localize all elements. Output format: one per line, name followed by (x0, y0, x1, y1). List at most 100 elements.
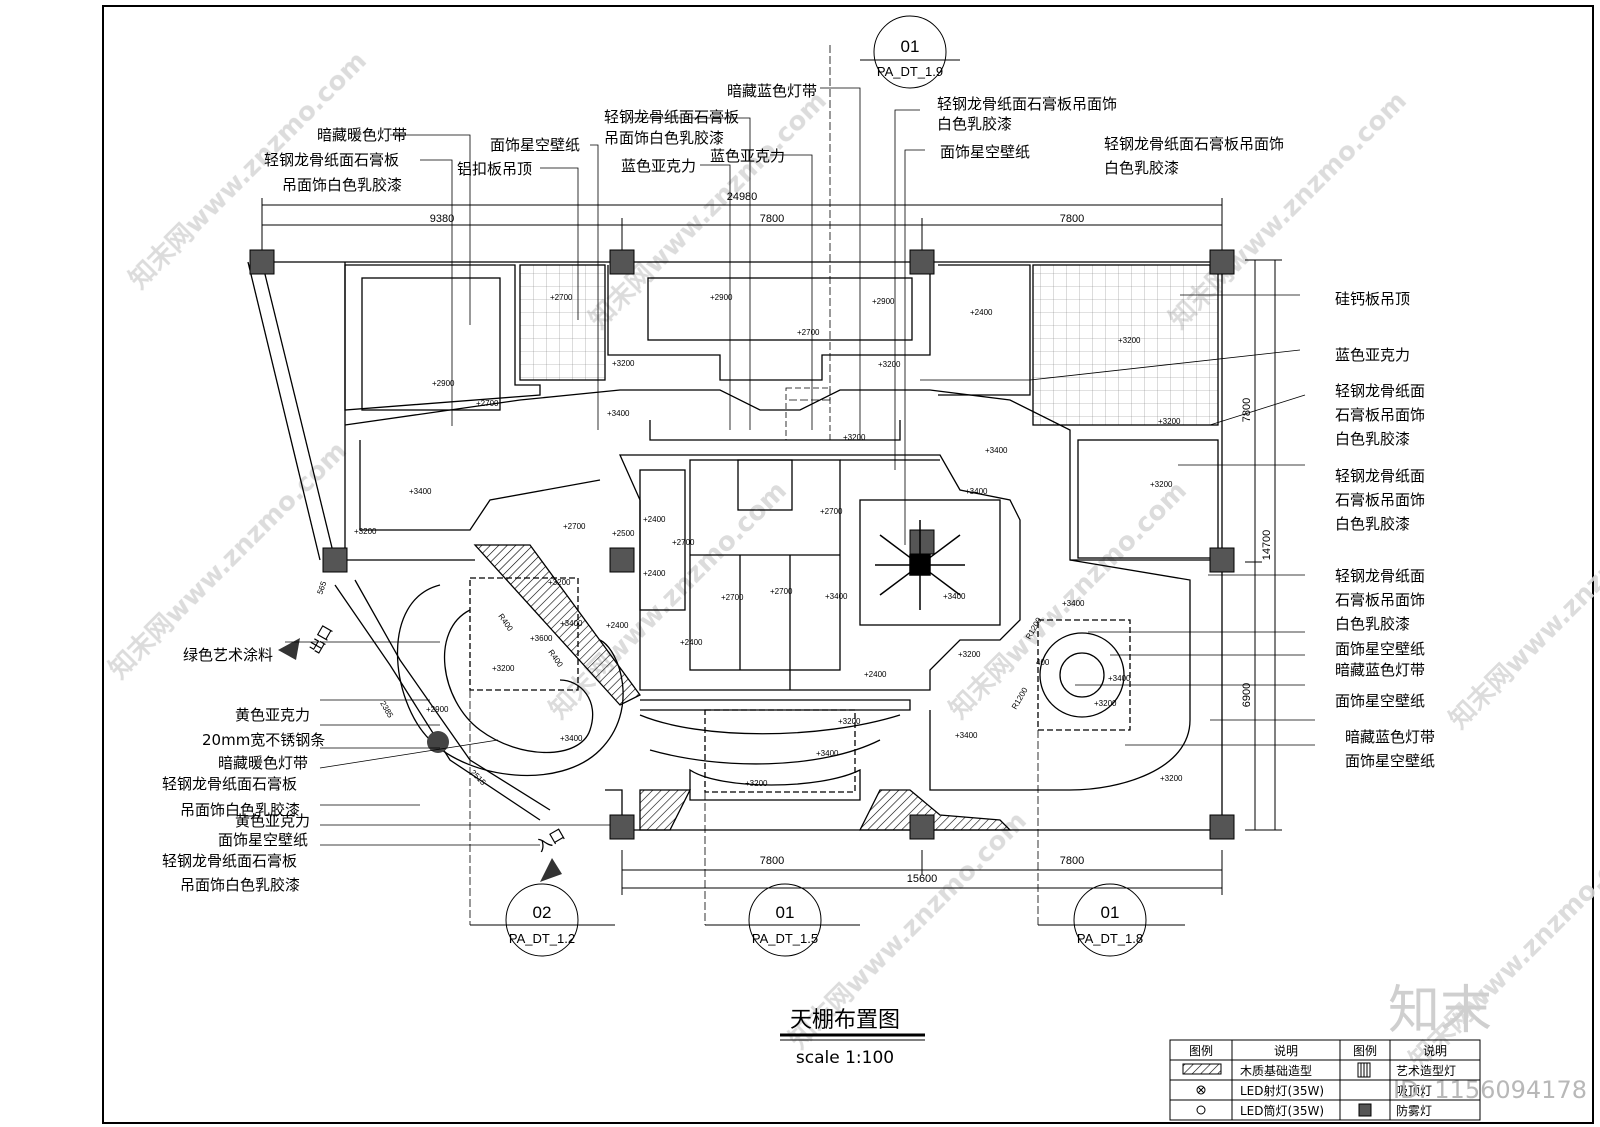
level-tag: +2400 (864, 670, 887, 679)
annotation: 石膏板吊面饰 (1335, 491, 1425, 509)
level-tag: +2700 (476, 399, 499, 408)
annotation: 轻钢龙骨纸面 (1335, 567, 1425, 585)
watermark-id: ID: 1156094178 (1393, 1076, 1587, 1104)
annotation: 轻钢龙骨纸面石膏板 (604, 108, 739, 126)
level-tag: +3200 (1160, 774, 1183, 783)
annotations-top-right: 轻钢龙骨纸面石膏板吊面饰 白色乳胶漆 面饰星空壁纸 轻钢龙骨纸面石膏板吊面饰 白… (937, 95, 1284, 177)
section-ref-bottom-3: 01 PA_DT_1.8 (1038, 883, 1185, 957)
level-tag: +2900 (426, 705, 449, 714)
annotation: 暗藏暖色灯带 (317, 126, 407, 144)
annotation: 面饰星空壁纸 (1335, 692, 1425, 710)
dim-right-1: 7800 (1241, 398, 1253, 422)
scale-label: scale 1:100 (796, 1048, 894, 1068)
exit-label: 出口 (306, 622, 337, 657)
annotation: 轻钢龙骨纸面石膏板 (162, 852, 297, 870)
annotation: 20mm宽不锈钢条 (202, 731, 325, 749)
annotation: 绿色艺术涂料 (183, 646, 273, 664)
dim-top-2: 7800 (760, 213, 784, 225)
level-tag: +2500 (612, 529, 635, 538)
section-ref-bottom-1: 02 PA_DT_1.2 (470, 883, 615, 957)
annotation: 轻钢龙骨纸面石膏板 (162, 775, 297, 793)
svg-text:2515: 2515 (469, 768, 488, 787)
level-tag: +2700 (770, 587, 793, 596)
level-tag: +3200 (843, 433, 866, 442)
level-tag: +3400 (943, 592, 966, 601)
round-fixture (427, 731, 449, 753)
section-ref-bottom-2: 01 PA_DT_1.5 (705, 883, 860, 957)
svg-text:知末网www.znzmo.com: 知末网www.znzmo.com (124, 46, 373, 295)
level-tag: +3200 (1158, 417, 1181, 426)
level-tag: +3400 (985, 446, 1008, 455)
svg-text:PA_DT_1.9: PA_DT_1.9 (877, 64, 943, 79)
annotation: 暗藏暖色灯带 (218, 754, 308, 772)
entry-arrow-icon (540, 858, 562, 882)
annotation: 石膏板吊面饰 (1335, 406, 1425, 424)
svg-text:图例: 图例 (1189, 1044, 1213, 1058)
annotations-right: 硅钙板吊顶 蓝色亚克力 轻钢龙骨纸面 石膏板吊面饰 白色乳胶漆 轻钢龙骨纸面 石… (1335, 290, 1435, 770)
legend-text: 图例 说明 图例 说明 木质基础造型 艺术造型灯 LED射灯(35W) 吸顶灯 … (1182, 1043, 1456, 1118)
level-tag: +2700 (672, 538, 695, 547)
annotation: 白色乳胶漆 (1335, 515, 1410, 533)
annotations-lower-left: 绿色艺术涂料 黄色亚克力 20mm宽不锈钢条 暗藏暖色灯带 轻钢龙骨纸面石膏板 … (162, 646, 325, 894)
annotations-top-left: 暗藏暖色灯带 轻钢龙骨纸面石膏板 吊面饰白色乳胶漆 铝扣板吊顶 面饰星空壁纸 轻… (264, 82, 817, 194)
level-tag: +3400 (560, 734, 583, 743)
fog-lamp-icon (1358, 1103, 1372, 1117)
annotation: 蓝色亚克力 (1335, 346, 1410, 364)
level-tag: +2900 (872, 297, 895, 306)
leader-lines (285, 45, 1315, 925)
level-tag: +2400 (606, 621, 629, 630)
level-tag: +3200 (958, 650, 981, 659)
annotation: 轻钢龙骨纸面石膏板 (264, 151, 399, 169)
annotation: 面饰星空壁纸 (218, 831, 308, 849)
svg-text:400: 400 (1036, 658, 1050, 667)
dim-total-bottom: 15600 (907, 873, 938, 885)
annotation: 暗藏蓝色灯带 (1335, 661, 1425, 679)
exit-arrow-icon (278, 638, 300, 660)
dim-right-2: 6900 (1241, 683, 1253, 707)
level-tag: +3200 (492, 664, 515, 673)
level-tag: +3400 (1108, 674, 1131, 683)
columns (249, 249, 1235, 840)
svg-text:防雾灯: 防雾灯 (1396, 1103, 1432, 1118)
annotation: 轻钢龙骨纸面石膏板吊面饰 (1104, 135, 1284, 153)
svg-text:说明: 说明 (1274, 1043, 1298, 1058)
svg-text:图例: 图例 (1353, 1044, 1377, 1058)
hatch-swatch (1182, 1063, 1222, 1075)
svg-text:R400: R400 (546, 648, 565, 669)
annotation: 面饰星空壁纸 (490, 136, 580, 154)
level-tag: +2700 (563, 522, 586, 531)
annotation: 白色乳胶漆 (1104, 159, 1179, 177)
annotation: 铝扣板吊顶 (457, 160, 532, 178)
level-tag: +2700 (797, 328, 820, 337)
svg-text:R400: R400 (496, 612, 515, 633)
svg-text:2385: 2385 (378, 700, 395, 720)
annotation: 石膏板吊面饰 (1335, 591, 1425, 609)
level-tag: +3400 (607, 409, 630, 418)
level-tag: +3200 (1094, 699, 1117, 708)
annotation: 吊面饰白色乳胶漆 (604, 129, 724, 147)
level-tag: +2400 (643, 515, 666, 524)
level-tag: +3200 (1150, 480, 1173, 489)
level-tag: +2700 (820, 507, 843, 516)
annotation: 蓝色亚克力 (621, 157, 696, 175)
svg-text:PA_DT_1.8: PA_DT_1.8 (1077, 931, 1143, 946)
dim-total-right: 14700 (1261, 530, 1273, 561)
annotation: 轻钢龙骨纸面石膏板吊面饰 (937, 95, 1117, 113)
annotation: 黄色亚克力 (235, 706, 310, 724)
svg-text:艺术造型灯: 艺术造型灯 (1396, 1064, 1456, 1078)
ceiling-level-tags: +2700 +2900 +2900 +2700 +2900 +2400 +320… (354, 293, 1183, 788)
svg-text:PA_DT_1.2: PA_DT_1.2 (509, 931, 575, 946)
annotation: 硅钙板吊顶 (1335, 290, 1410, 308)
level-tag: +2400 (680, 638, 703, 647)
level-tag: +3200 (354, 527, 377, 536)
watermark-logo: 知末 (1388, 981, 1492, 1041)
level-tag: +3400 (560, 619, 583, 628)
level-tag: +3600 (530, 634, 553, 643)
svg-text:吸顶灯: 吸顶灯 (1396, 1084, 1432, 1098)
annotation: 蓝色亚克力 (710, 147, 785, 165)
level-tag: +2400 (643, 569, 666, 578)
dim-bottom-1: 7800 (760, 855, 784, 867)
level-tag: +2900 (710, 293, 733, 302)
annotation: 吊面饰白色乳胶漆 (180, 801, 300, 819)
level-tag: +2700 (550, 293, 573, 302)
